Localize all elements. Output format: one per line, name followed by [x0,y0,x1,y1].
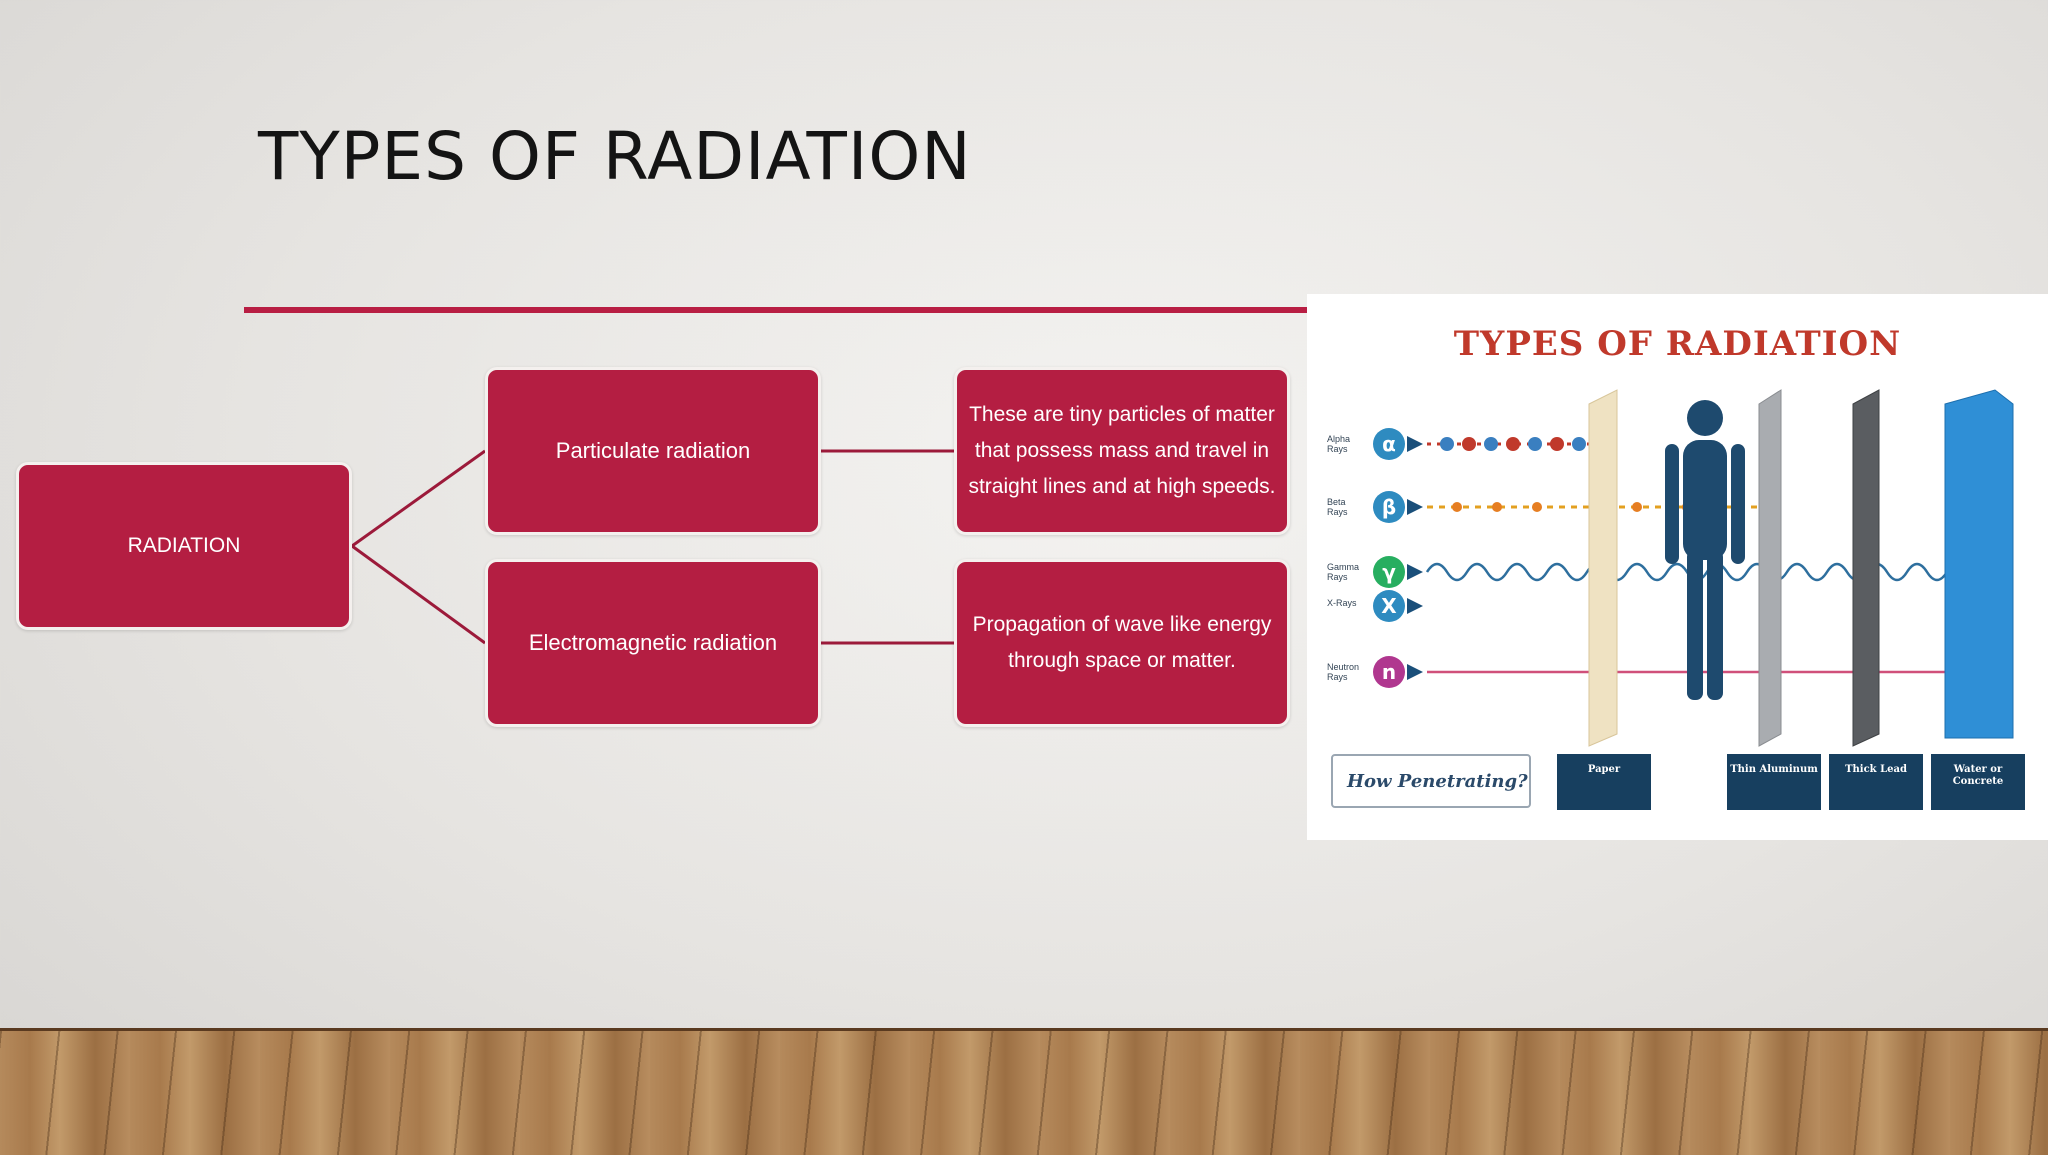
ray-label-gamma: Gamma Rays [1327,562,1360,582]
xray-path [1407,598,1423,614]
barrier-label-lead: Thick Lead [1829,754,1923,810]
ray-label-neutron: Neutron Rays [1327,662,1360,682]
connector-root-electromagnetic [351,544,486,645]
barrier-label-water: Water or Concrete [1931,754,2025,810]
barrier-label-aluminum: Thin Aluminum [1727,754,1821,810]
electromagnetic-radiation-node: Electromagnetic radiation [485,559,821,727]
beta-symbol-icon: β [1373,491,1405,523]
ray-label-alpha: Alpha Rays [1327,434,1351,454]
radiation-root-label: RADIATION [127,534,241,557]
connector-root-particulate [351,449,486,548]
title-divider [244,307,1310,313]
paper-barrier [1588,389,1618,747]
human-silhouette-icon [1665,400,1745,700]
infographic-artwork [1407,389,2014,747]
radiation-root-node: RADIATION [16,462,352,630]
how-penetrating-label: How Penetrating? [1331,754,1531,808]
radiation-infographic-image: TYPES OF RADIATION Alpha Rays α Beta Ray… [1307,294,2048,840]
particulate-description-text: These are tiny particles of matter that … [968,403,1276,498]
aluminum-barrier [1758,389,1782,747]
ray-label-beta: Beta Rays [1327,497,1348,517]
wood-floor [0,1028,2048,1155]
alpha-symbol-icon: α [1373,428,1405,460]
gamma-symbol-icon: γ [1373,556,1405,588]
water-block [1944,389,2014,739]
ray-label-xray: X-Rays [1327,598,1357,608]
electromagnetic-description-text: Propagation of wave like energy through … [972,613,1272,672]
infographic-title: TYPES OF RADIATION [1453,324,1902,364]
neutron-symbol-icon: n [1373,656,1405,688]
barrier-label-paper: Paper [1557,754,1651,810]
electromagnetic-description-node: Propagation of wave like energy through … [954,559,1290,727]
electromagnetic-radiation-label: Electromagnetic radiation [528,630,778,655]
alpha-ray-path [1407,436,1597,452]
particulate-description-node: These are tiny particles of matter that … [954,367,1290,535]
slide-title: TYPES OF RADIATION [258,118,972,195]
particulate-radiation-label: Particulate radiation [555,438,751,463]
particulate-radiation-node: Particulate radiation [485,367,821,535]
lead-barrier [1852,389,1880,747]
xray-symbol-icon: X [1373,590,1405,622]
